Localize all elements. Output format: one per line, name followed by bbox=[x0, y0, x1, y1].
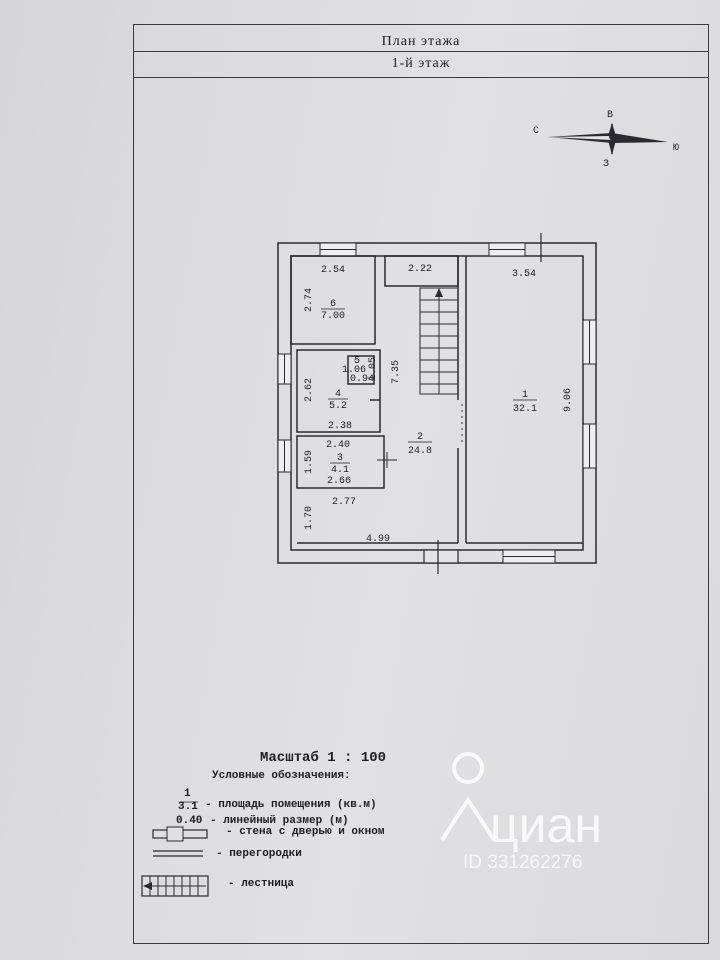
room-1-area: 32.1 bbox=[513, 404, 537, 415]
partitions bbox=[290, 255, 583, 544]
dimension: 2.22 bbox=[408, 264, 432, 275]
dimension: 2.74 bbox=[304, 288, 315, 312]
room-1-number: 1 bbox=[522, 390, 528, 401]
outer-walls bbox=[277, 242, 597, 564]
watermark-id: ID 331262276 bbox=[463, 852, 582, 873]
legend-sample-number: 1 bbox=[184, 788, 191, 800]
compass-west: С bbox=[533, 126, 539, 137]
dimension: 1.59 bbox=[304, 450, 315, 474]
room-3-number: 3 bbox=[337, 453, 343, 464]
dimension: 3.54 bbox=[512, 269, 536, 280]
room-5-area: 1.06 bbox=[342, 365, 366, 376]
dimension: 1.05 bbox=[368, 357, 379, 381]
room-6-number: 6 bbox=[330, 299, 336, 310]
legend-wall-text: - стена с дверью и окном bbox=[226, 826, 385, 838]
room-2-number: 2 bbox=[417, 432, 423, 443]
legend-stairs-text: - лестница bbox=[228, 878, 295, 890]
room-5-number: 5 bbox=[354, 356, 360, 367]
compass-icon: В С З Ю bbox=[533, 110, 679, 170]
watermark-brand: циан bbox=[490, 797, 602, 853]
dimension: 2.38 bbox=[328, 421, 352, 432]
legend-area-text: - площадь помещения (кв.м) bbox=[205, 799, 377, 811]
doors bbox=[423, 233, 542, 574]
dimension: 2.66 bbox=[327, 476, 351, 487]
dimension: 0.94 bbox=[350, 374, 374, 385]
windows bbox=[277, 242, 597, 564]
legend-size-value: 0.40 bbox=[176, 815, 203, 827]
legend-sample-area: 3.1 bbox=[178, 801, 198, 813]
dimension: 2.62 bbox=[304, 378, 315, 402]
compass-north: В bbox=[607, 110, 613, 121]
dimension: 1.70 bbox=[304, 506, 315, 530]
dimension: 2.40 bbox=[326, 440, 350, 451]
dimension-labels: 2.54 2.74 2.22 3.54 9.06 7.35 0.94 1.05 … bbox=[304, 264, 574, 545]
dimension: 2.54 bbox=[321, 265, 345, 276]
room-4-number: 4 bbox=[335, 389, 341, 400]
legend-symbols bbox=[141, 801, 209, 897]
legend-partition-text: - перегородки bbox=[216, 848, 302, 860]
room-4-area: 5.2 bbox=[329, 401, 347, 412]
room-door-mark bbox=[377, 452, 397, 468]
room-3-area: 4.1 bbox=[331, 465, 349, 476]
room-labels: 1 32.1 2 24.8 3 4.1 4 5.2 5 1.06 6 7.00 bbox=[321, 299, 537, 476]
dimension: 2.77 bbox=[332, 497, 356, 508]
page-title: План этажа bbox=[134, 25, 708, 52]
room-6-area: 7.00 bbox=[321, 311, 345, 322]
compass-south: З bbox=[603, 159, 609, 170]
watermark: циан ID 331262276 bbox=[440, 752, 602, 873]
dimension: 7.35 bbox=[391, 360, 402, 384]
dimension: 9.06 bbox=[563, 388, 574, 412]
legend-size-text: - линейный размер (м) bbox=[210, 815, 349, 827]
dimension: 4.99 bbox=[366, 534, 390, 545]
floor-title: 1-й этаж bbox=[134, 51, 708, 78]
pin-logo-icon bbox=[440, 796, 496, 842]
drawing-frame: План этажа 1-й этаж bbox=[133, 24, 709, 944]
staircase bbox=[419, 287, 459, 395]
compass-east: Ю bbox=[673, 143, 679, 154]
scale-label: Масштаб 1 : 100 bbox=[260, 750, 387, 766]
legend-heading: Условные обозначения: bbox=[212, 770, 351, 782]
room-2-area: 24.8 bbox=[408, 446, 432, 457]
